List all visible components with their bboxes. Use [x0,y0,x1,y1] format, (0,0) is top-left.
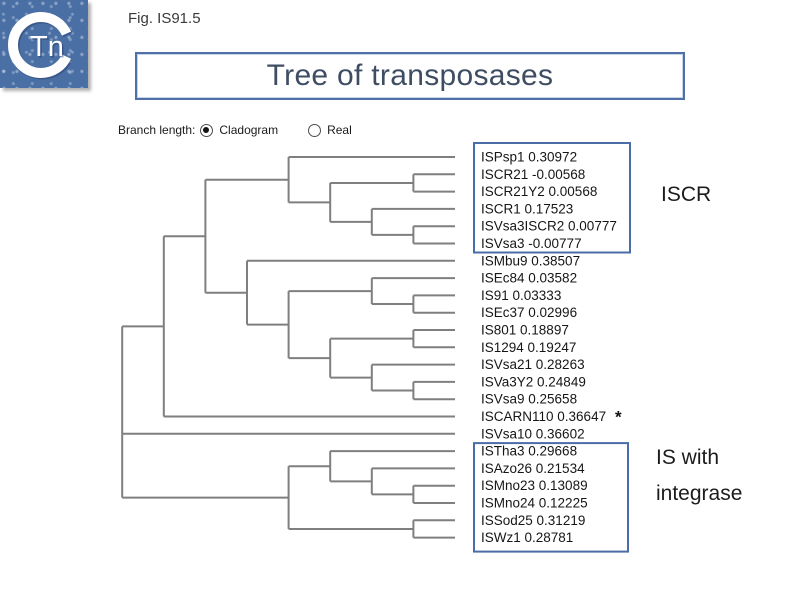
leaf-label: ISSod25 0.31219 [481,513,585,528]
leaf-label: ISCR21 -0.00568 [481,167,585,182]
leaf-label: ISVsa3ISCR2 0.00777 [481,219,617,234]
radio-option-real[interactable]: Real [308,123,352,137]
leaf-label: ISCR21Y2 0.00568 [481,184,597,199]
tncentral-logo: Tn Tn [0,0,88,88]
leaf-label: ISVsa10 0.36602 [481,426,585,441]
radio-button-icon[interactable] [200,123,214,137]
leaf-label: ISVsa3 -0.00777 [481,236,582,251]
leaf-label: ISVsa9 0.25658 [481,392,577,407]
leaf-label: ISEc84 0.03582 [481,271,577,286]
leaf-label: ISMno24 0.12225 [481,496,588,511]
leaf-label: ISCARN110 0.36647 [481,409,606,424]
leaf-label: IS91 0.03333 [481,288,561,303]
title-box: Tree of transposases [135,52,685,100]
logo-text: Tn [30,31,64,63]
radio-option-label: Cladogram [219,123,279,137]
leaf-label: ISPsp1 0.30972 [481,150,577,165]
radio-option-label: Real [327,123,352,137]
radio-option-cladogram[interactable]: Cladogram [200,123,278,137]
logo-c-tn-icon: Tn Tn [8,12,76,80]
group-label: IS with [656,446,719,469]
leaf-label: ISCR1 0.17523 [481,201,573,216]
leaf-label: IS801 0.18897 [481,323,569,338]
group-box [473,142,631,254]
leaf-label: ISTha3 0.29668 [481,444,577,459]
group-box [473,442,629,553]
figure-label: Fig. IS91.5 [128,10,201,27]
group-label: integrase [656,482,742,505]
leaf-label: ISMbu9 0.38507 [481,253,580,268]
leaf-label: ISVa3Y2 0.24849 [481,374,586,389]
leaf-label: ISAzo26 0.21534 [481,461,585,476]
page-title: Tree of transposases [266,59,554,92]
branch-length-label: Branch length: [118,123,196,137]
leaf-label: ISMno23 0.13089 [481,478,588,493]
leaf-marker-asterisk: * [615,408,622,427]
leaf-label: ISWz1 0.28781 [481,530,573,545]
radio-button-icon[interactable] [308,123,322,137]
branch-length-controls: Branch length: Cladogram Real [118,123,352,137]
leaf-label: IS1294 0.19247 [481,340,576,355]
leaf-label: ISEc37 0.02996 [481,305,577,320]
svg-text:Tn: Tn [32,33,66,65]
leaf-label: ISVsa21 0.28263 [481,357,585,372]
group-label: ISCR [661,183,711,206]
